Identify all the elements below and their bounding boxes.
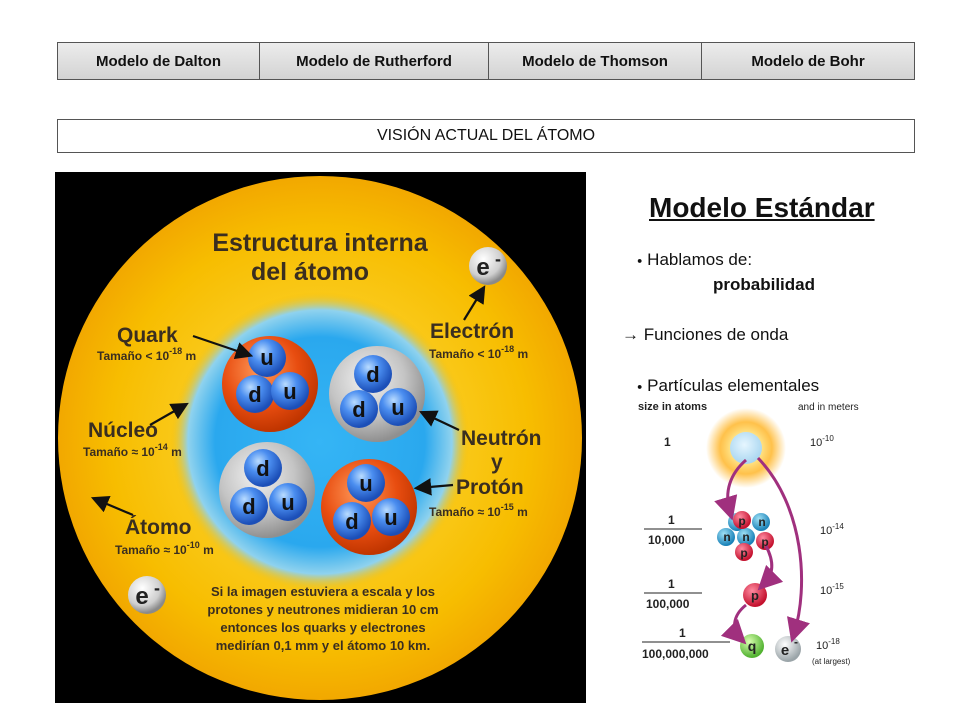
bullet-line-2: ● Partículas elementales — [637, 376, 819, 396]
neutron-bottom: d d u — [219, 442, 315, 538]
atom-core — [730, 432, 762, 464]
row3-meters: 10-15 — [820, 582, 844, 597]
and-label: y — [491, 451, 503, 474]
svg-text:e: e — [476, 254, 489, 281]
row2-numerator: 1 — [668, 513, 675, 527]
model-tabs: Modelo de Dalton Modelo de Rutherford Mo… — [57, 42, 915, 80]
svg-text:p: p — [740, 546, 747, 560]
in-meters-header: and in meters — [798, 402, 859, 413]
tab-thomson[interactable]: Modelo de Thomson — [489, 43, 702, 79]
svg-text:d: d — [352, 397, 365, 422]
svg-text:u: u — [283, 379, 296, 404]
proton-label: Protón — [456, 476, 524, 499]
scale-arrows — [714, 456, 810, 645]
row2-meters: 10-14 — [820, 522, 844, 537]
illustration-title-line2: del átomo — [251, 258, 369, 286]
row4-denominator: 100,000,000 — [642, 647, 709, 661]
neutron-top: d d u — [329, 346, 425, 442]
nucleus-label: Núcleo — [88, 419, 158, 442]
section-banner: VISIÓN ACTUAL DEL ÁTOMO — [57, 119, 915, 153]
atom-structure-illustration: Estructura interna del átomo u d u d d u… — [55, 172, 586, 703]
probability-text: probabilidad — [713, 275, 815, 294]
electron-size: Tamaño < 10-18 m — [429, 344, 528, 361]
svg-text:d: d — [256, 456, 269, 481]
scale-note-line4: medirían 0,1 mm y el átomo 10 km. — [216, 638, 431, 653]
svg-text:-: - — [495, 249, 501, 269]
size-in-atoms-header: size in atoms — [638, 401, 707, 413]
bullet-text-2: Partículas elementales — [647, 376, 820, 395]
svg-text:u: u — [391, 395, 404, 420]
proton-size: Tamaño ≈ 10-15 m — [429, 502, 528, 519]
svg-text:u: u — [281, 490, 294, 515]
scale-note-line2: protones y neutrones midieran 10 cm — [207, 602, 438, 617]
illustration-title-line1: Estructura interna — [212, 229, 428, 257]
particle-scale-diagram: size in atoms and in meters 1 10-10 1 10… — [638, 401, 859, 666]
quark-size: Tamaño < 10-18 m — [97, 346, 196, 363]
proton-ball-label: p — [751, 588, 759, 603]
nucleus-cluster: p n n n p p — [717, 511, 774, 561]
label-arrows — [90, 285, 486, 517]
svg-text:u: u — [384, 505, 397, 530]
svg-text:d: d — [366, 362, 379, 387]
atom-size: Tamaño ≈ 10-10 m — [115, 540, 214, 557]
row4-numerator: 1 — [679, 626, 686, 640]
electron-ball-label: e — [781, 642, 789, 659]
svg-text:p: p — [761, 535, 768, 549]
wave-functions-text: → Funciones de onda — [622, 325, 789, 344]
svg-text:p: p — [738, 514, 745, 528]
svg-text:n: n — [758, 515, 765, 529]
svg-text:d: d — [248, 382, 261, 407]
row1-meters: 10-10 — [810, 434, 834, 449]
svg-text:u: u — [359, 471, 372, 496]
bullet-icon: ● — [637, 255, 643, 266]
row2-denominator: 10,000 — [648, 533, 685, 547]
scale-note-line3: entonces los quarks y electrones — [220, 620, 425, 635]
at-largest-note: (at largest) — [812, 657, 851, 666]
scale-note-line1: Si la imagen estuviera a escala y los — [211, 584, 435, 599]
electron-label: Electrón — [430, 320, 514, 343]
electron-bottom-left: e - — [128, 576, 166, 614]
atom-label: Átomo — [125, 516, 192, 539]
quark-ball-label: q — [748, 638, 757, 654]
bullet-line-1: ● Hablamos de: — [637, 250, 752, 270]
electron-top-right: e - — [469, 247, 507, 285]
standard-model-title: Modelo Estándar — [649, 192, 875, 223]
tab-rutherford[interactable]: Modelo de Rutherford — [260, 43, 489, 79]
svg-text:n: n — [723, 530, 730, 544]
row1-size: 1 — [664, 435, 671, 449]
bullet-icon: ● — [637, 381, 643, 392]
svg-text:u: u — [260, 345, 273, 370]
svg-text:n: n — [742, 530, 749, 544]
svg-text:-: - — [154, 578, 160, 598]
bullet-text-1: Hablamos de: — [647, 250, 753, 269]
nucleus-region — [170, 292, 470, 592]
proton-bottom: u d u — [321, 459, 417, 555]
nucleus-size: Tamaño ≈ 10-14 m — [83, 442, 182, 459]
row3-numerator: 1 — [668, 577, 675, 591]
svg-text:e: e — [135, 583, 148, 610]
neutron-label: Neutrón — [461, 427, 542, 450]
svg-text:d: d — [345, 509, 358, 534]
quark-label: Quark — [117, 324, 178, 347]
proton-top: u d u — [222, 336, 318, 432]
tab-bohr[interactable]: Modelo de Bohr — [751, 52, 865, 70]
electron-ball-sign: - — [794, 635, 798, 649]
row3-denominator: 100,000 — [646, 597, 690, 611]
svg-text:d: d — [242, 494, 255, 519]
row4-meters: 10-18 — [816, 637, 840, 652]
tab-dalton[interactable]: Modelo de Dalton — [58, 43, 260, 79]
